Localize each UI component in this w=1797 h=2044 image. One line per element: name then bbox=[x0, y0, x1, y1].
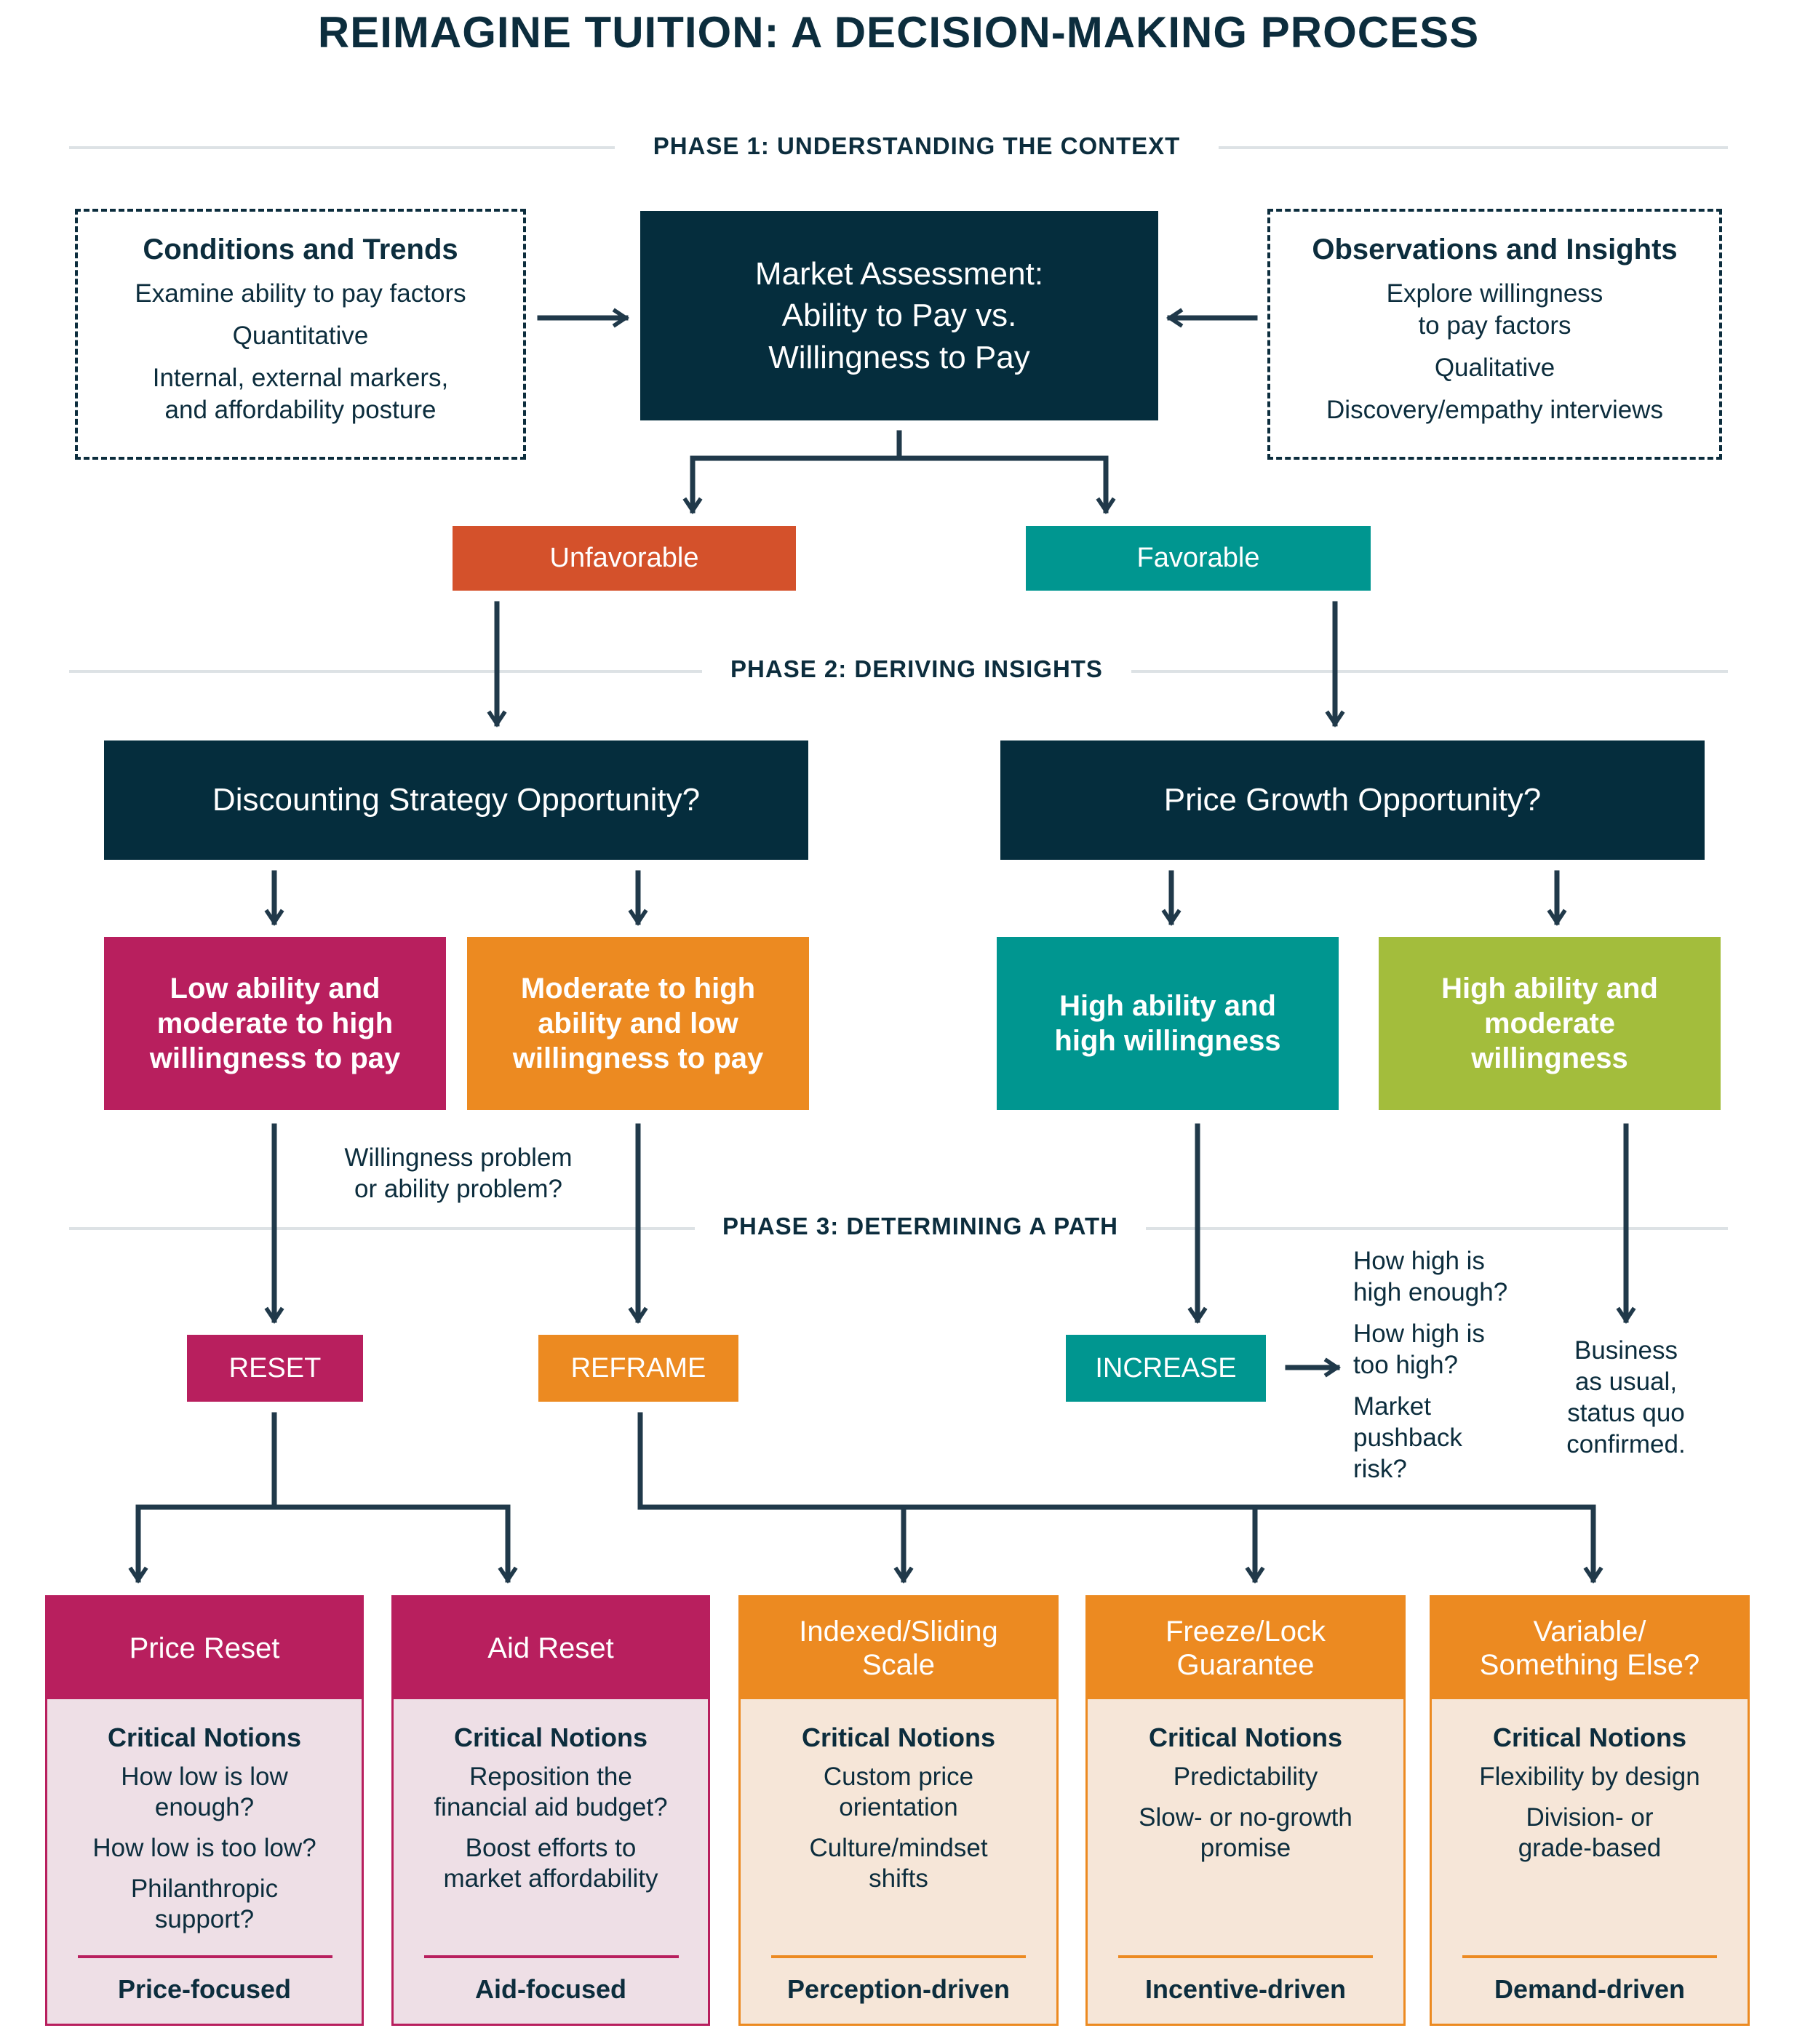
card-item: Boost efforts to market affordability bbox=[443, 1834, 658, 1893]
card-freeze-lock-guarantee: Freeze/Lock Guarantee Critical Notions P… bbox=[1085, 1595, 1406, 2026]
segment-moderate-ability: Moderate to high ability and low willing… bbox=[467, 937, 809, 1110]
reframe-label: REFRAME bbox=[538, 1335, 738, 1402]
conditions-line: Examine ability to pay factors bbox=[135, 279, 466, 308]
conditions-line: Internal, external markers, and affordab… bbox=[152, 364, 449, 424]
favorable-label: Favorable bbox=[1026, 526, 1371, 591]
card-divider bbox=[78, 1955, 332, 1958]
arrow-market-split bbox=[682, 430, 902, 515]
market-assessment-box: Market Assessment: Ability to Pay vs. Wi… bbox=[640, 211, 1158, 420]
observations-and-insights-box: Observations and Insights Explore willin… bbox=[1267, 209, 1722, 460]
conditions-and-trends-box: Conditions and Trends Examine ability to… bbox=[75, 209, 526, 460]
card-aid-reset: Aid Reset Critical Notions Reposition th… bbox=[391, 1595, 710, 2026]
card-divider bbox=[1118, 1955, 1373, 1958]
unfavorable-label: Unfavorable bbox=[453, 526, 796, 591]
card-footer: Incentive-driven bbox=[1144, 1974, 1347, 2004]
page-title: REIMAGINE TUITION: A DECISION-MAKING PRO… bbox=[317, 8, 1480, 57]
card-item: Predictability bbox=[1173, 1762, 1318, 1791]
conditions-line: Quantitative bbox=[232, 322, 369, 350]
card-footer: Demand-driven bbox=[1494, 1974, 1686, 2004]
observations-heading: Observations and Insights bbox=[1312, 233, 1678, 266]
card-title: Indexed/Sliding Scale bbox=[741, 1597, 1056, 1699]
card-item: Slow- or no-growth promise bbox=[1139, 1803, 1352, 1862]
increase-question: How high is high enough? bbox=[1353, 1247, 1508, 1306]
observations-line: Explore willingness to pay factors bbox=[1386, 279, 1603, 340]
card-price-reset: Price Reset Critical Notions How low is … bbox=[45, 1595, 364, 2026]
arrow-reframe-branch bbox=[1252, 1504, 1603, 1584]
card-critical-heading: Critical Notions bbox=[107, 1722, 302, 1752]
card-item: Reposition the financial aid budget? bbox=[434, 1762, 668, 1821]
card-title: Freeze/Lock Guarantee bbox=[1088, 1597, 1403, 1699]
card-item: Flexibility by design bbox=[1479, 1762, 1700, 1791]
card-title: Aid Reset bbox=[394, 1597, 708, 1699]
card-indexed-sliding-scale: Indexed/Sliding Scale Critical Notions C… bbox=[738, 1595, 1059, 2026]
observations-line: Qualitative bbox=[1434, 354, 1555, 382]
card-item: How low is too low? bbox=[92, 1834, 316, 1862]
arrow-reframe-branch bbox=[637, 1412, 914, 1584]
card-divider bbox=[424, 1955, 679, 1958]
card-title: Variable/ Something Else? bbox=[1432, 1597, 1748, 1699]
segment-high-moderate: High ability and moderate willingness bbox=[1379, 937, 1721, 1110]
card-divider bbox=[1462, 1955, 1717, 1958]
arrow-market-split bbox=[896, 455, 1116, 515]
segment-low-ability: Low ability and moderate to high willing… bbox=[104, 937, 446, 1110]
card-footer: Price-focused bbox=[117, 1974, 292, 2004]
card-item: Philanthropic support? bbox=[130, 1875, 279, 1933]
card-footer: Aid-focused bbox=[474, 1974, 626, 2004]
card-item: Custom price orientation bbox=[823, 1762, 974, 1821]
problem-question: Willingness problem or ability problem? bbox=[344, 1143, 573, 1203]
phase-2-label: PHASE 2: DERIVING INSIGHTS bbox=[702, 655, 1131, 683]
conditions-heading: Conditions and Trends bbox=[143, 233, 458, 266]
card-critical-heading: Critical Notions bbox=[453, 1722, 648, 1752]
card-critical-heading: Critical Notions bbox=[1148, 1722, 1343, 1752]
card-title: Price Reset bbox=[47, 1597, 362, 1699]
discounting-strategy-box: Discounting Strategy Opportunity? bbox=[104, 740, 808, 860]
card-item: How low is low enough? bbox=[121, 1762, 288, 1821]
increase-question: Market pushback risk? bbox=[1353, 1392, 1462, 1483]
card-variable-something-else: Variable/ Something Else? Critical Notio… bbox=[1430, 1595, 1750, 2026]
card-item: Division- or grade-based bbox=[1518, 1803, 1662, 1862]
reset-label: RESET bbox=[187, 1335, 363, 1402]
increase-question: How high is too high? bbox=[1353, 1320, 1485, 1379]
observations-line: Discovery/empathy interviews bbox=[1326, 396, 1663, 424]
arrow-reset-branch bbox=[128, 1412, 277, 1584]
card-critical-heading: Critical Notions bbox=[801, 1722, 996, 1752]
arrow-reframe-branch bbox=[901, 1504, 1265, 1584]
arrow-reset-branch bbox=[271, 1504, 518, 1584]
segment-high-high: High ability and high willingness bbox=[997, 937, 1339, 1110]
price-growth-box: Price Growth Opportunity? bbox=[1000, 740, 1705, 860]
card-divider bbox=[771, 1955, 1026, 1958]
phase-3-label: PHASE 3: DETERMINING A PATH bbox=[695, 1213, 1146, 1240]
card-footer: Perception-driven bbox=[786, 1974, 1011, 2004]
increase-label: INCREASE bbox=[1066, 1335, 1266, 1402]
phase-1-label: PHASE 1: UNDERSTANDING THE CONTEXT bbox=[615, 132, 1219, 160]
business-as-usual-note: Business as usual, status quo confirmed. bbox=[1566, 1336, 1686, 1458]
card-item: Culture/mindset shifts bbox=[809, 1834, 988, 1893]
card-critical-heading: Critical Notions bbox=[1492, 1722, 1687, 1752]
